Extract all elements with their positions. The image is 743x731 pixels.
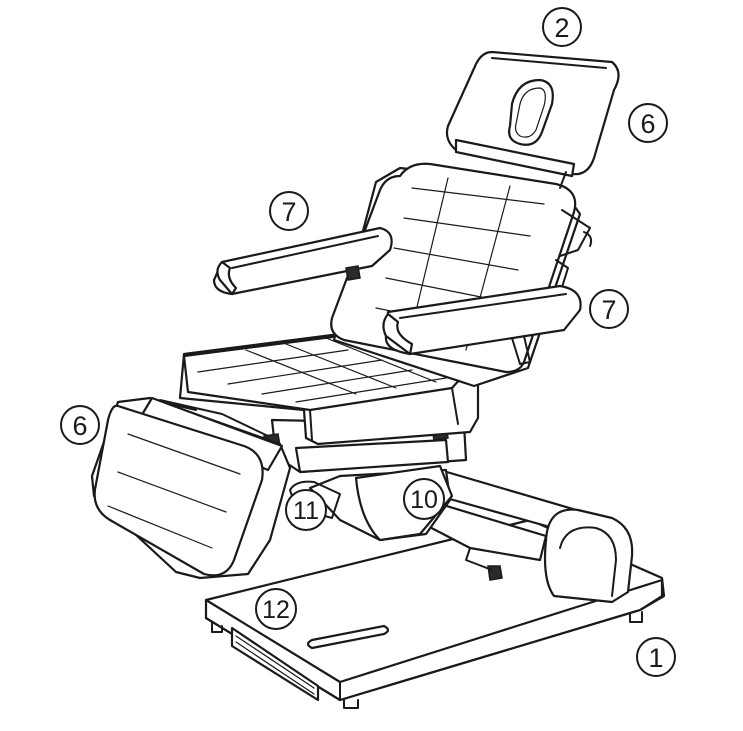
callout-1: 1 [636,637,676,677]
armrest-left [212,226,393,296]
callout-11: 11 [285,489,327,531]
callout-2-label: 2 [554,13,569,43]
callout-10-label: 10 [410,486,438,514]
callout-10: 10 [403,478,445,520]
callout-12-label: 12 [262,596,290,624]
callout-7-left-label: 7 [281,197,296,227]
callout-7-right-label: 7 [601,295,616,325]
headrest [445,50,620,189]
callout-1-label: 1 [648,643,663,673]
callout-6-legrest: 6 [60,405,100,445]
callout-12: 12 [255,588,297,630]
callout-2: 2 [542,7,582,47]
armrest-right [382,284,582,365]
base-rail [418,468,634,604]
callout-6-headrest-label: 6 [640,109,655,139]
callout-6-legrest-label: 6 [72,411,87,441]
backrest [330,162,593,388]
callout-7-right: 7 [589,289,629,329]
callout-7-left: 7 [269,191,309,231]
leg-rest [90,396,292,580]
callout-6-headrest: 6 [628,103,668,143]
callout-11-label: 11 [293,497,319,525]
